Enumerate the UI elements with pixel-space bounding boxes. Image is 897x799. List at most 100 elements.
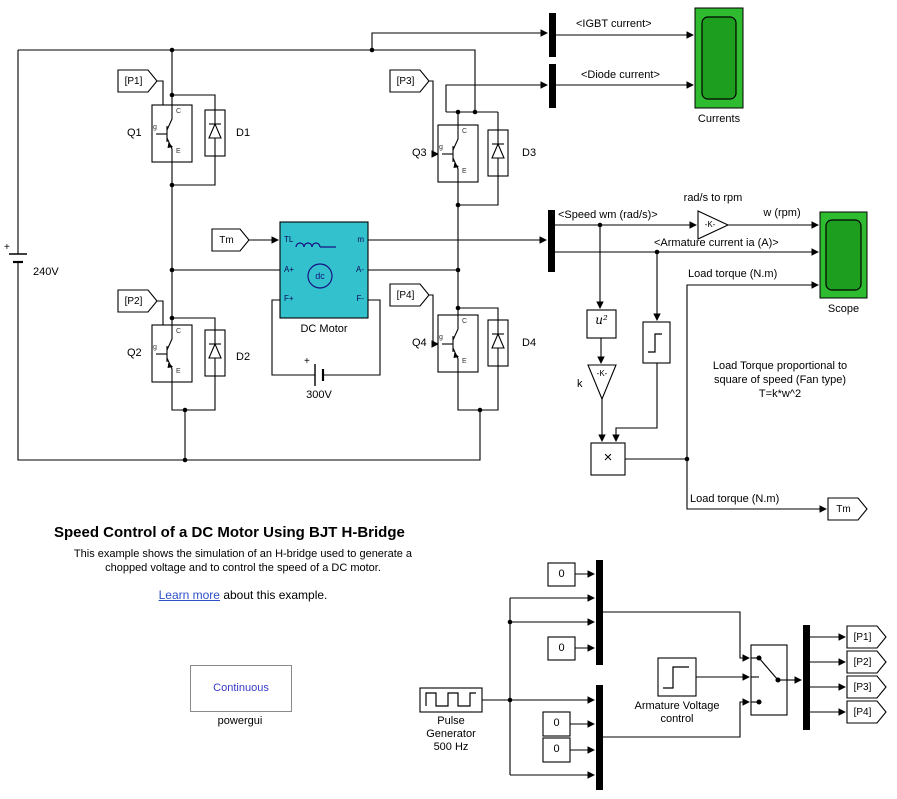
signal-wires (151, 29, 846, 779)
avc-label-line1: Armature Voltage (634, 700, 720, 712)
from-tag-p4[interactable] (389, 283, 430, 307)
constant2-block[interactable] (547, 636, 576, 661)
dc-source-240v[interactable] (9, 253, 27, 264)
scope-label: Scope (827, 303, 860, 315)
constant3-block[interactable] (542, 711, 571, 737)
gate-mux-1[interactable] (596, 560, 603, 665)
k-gain-text: -K- (596, 369, 608, 378)
q3-label: Q3 (412, 147, 427, 159)
constant2-text: 0 (558, 642, 565, 654)
description-line1: This example shows the simulation of an … (73, 548, 413, 560)
product-block[interactable] (590, 442, 626, 476)
goto-tag-tm[interactable] (827, 497, 868, 521)
from-tag-p1[interactable] (117, 69, 158, 93)
k-label: k (577, 378, 583, 390)
tag-label-tm-in: Tm (219, 235, 234, 246)
diode-current-label: <Diode current> (581, 69, 660, 81)
u-squared-block[interactable] (586, 309, 617, 339)
tag-label-p4-out: [P4] (853, 707, 872, 718)
dc-motor-label: DC Motor (300, 323, 348, 335)
k-gain-block[interactable] (587, 364, 617, 401)
igbt-current-label: <IGBT current> (576, 18, 652, 30)
w-rpm-label: w (rpm) (763, 207, 801, 219)
pulse-generator-block[interactable] (419, 687, 483, 713)
tag-label-p3-out: [P3] (853, 682, 872, 693)
constant1-block[interactable] (547, 562, 576, 587)
goto-tag-p2[interactable] (846, 650, 887, 674)
gate-demux[interactable] (803, 625, 810, 730)
rad-to-rpm-gain-block[interactable] (697, 210, 730, 240)
learn-more-line: Learn more about this example. (48, 588, 438, 603)
q2-emitter-letter: E (176, 368, 181, 375)
rpm-gain-text: -K- (704, 220, 716, 229)
pulse-label-line2: Generator (426, 728, 476, 740)
scope-block[interactable] (819, 211, 868, 299)
q3-collector-letter: C (462, 128, 468, 135)
product-text: × (603, 449, 613, 466)
constant1-text: 0 (558, 568, 565, 580)
q3-gate-letter: g (439, 144, 443, 151)
q4-gate-letter: g (439, 334, 443, 341)
tag-label-p1: [P1] (124, 76, 143, 87)
motor-port-m: m (357, 235, 364, 244)
powergui-block[interactable]: Continuous (190, 665, 292, 712)
pulse-label-line3: 500 Hz (433, 741, 469, 753)
annotation-line2: square of speed (Fan type) (713, 374, 847, 386)
motor-dc-text: dc (315, 271, 325, 281)
d3-label: D3 (522, 147, 537, 159)
load-torque-out-label: Load torque (N.m) (690, 493, 780, 505)
from-tag-p3[interactable] (389, 69, 430, 93)
goto-tag-p1[interactable] (846, 625, 887, 649)
currents-scope-block[interactable] (694, 7, 744, 109)
armature-current-label: <Armature current ia (A)> (654, 237, 779, 249)
motor-measurement-demux[interactable] (548, 210, 555, 272)
learn-more-rest: about this example. (219, 588, 328, 602)
motor-port-tl: TL (284, 235, 294, 244)
junction-dots (169, 47, 690, 703)
plus-sign-240v: + (4, 242, 10, 253)
gate-mux-2[interactable] (596, 685, 603, 790)
v300-label: 300V (306, 389, 332, 401)
learn-more-link[interactable]: Learn more (158, 588, 220, 602)
goto-tag-p3[interactable] (846, 675, 887, 699)
from-tag-p2[interactable] (117, 289, 158, 313)
avc-label-line2: control (660, 713, 694, 725)
motor-dc-circle-icon (307, 263, 333, 289)
goto-tag-p4[interactable] (846, 700, 887, 724)
q1-gate-letter: g (153, 124, 157, 131)
from-tag-tm[interactable] (211, 228, 250, 252)
dc-motor-block[interactable] (279, 221, 369, 319)
d2-label: D2 (236, 351, 251, 363)
motor-port-a-minus: A- (356, 265, 364, 274)
tag-label-p2-out: [P2] (853, 657, 872, 668)
tag-label-tm-out: Tm (836, 504, 851, 515)
q1-emitter-letter: E (176, 148, 181, 155)
motor-port-a-plus: A+ (284, 265, 295, 274)
igbt-current-mux[interactable] (549, 13, 556, 57)
d4-label: D4 (522, 337, 537, 349)
d1-label: D1 (236, 127, 251, 139)
q4-label: Q4 (412, 337, 427, 349)
plus-sign-300v: + (304, 356, 310, 367)
constant4-block[interactable] (542, 737, 571, 763)
load-torque-scope-label: Load torque (N.m) (688, 268, 778, 280)
step-icon (663, 666, 689, 689)
q4-collector-letter: C (462, 318, 468, 325)
motor-coil-icon (295, 242, 336, 248)
u-squared-text: u² (595, 313, 608, 327)
motor-port-f-minus: F- (356, 294, 364, 303)
switch-icon (751, 655, 787, 705)
memory-icon (648, 333, 662, 353)
armature-voltage-control-block[interactable] (657, 657, 697, 697)
annotation-line1: Load Torque proportional to (712, 360, 848, 372)
speed-signal-label: <Speed wm (rad/s)> (558, 209, 658, 221)
constant4-text: 0 (553, 743, 560, 755)
tag-label-p2: [P2] (124, 296, 143, 307)
scope-screen-icon (825, 219, 862, 291)
diode-current-mux[interactable] (549, 64, 556, 108)
model-title: Speed Control of a DC Motor Using BJT H-… (54, 524, 405, 541)
memory-block[interactable] (642, 321, 671, 364)
dc-source-300v[interactable] (314, 364, 325, 386)
q1-collector-letter: C (176, 108, 182, 115)
